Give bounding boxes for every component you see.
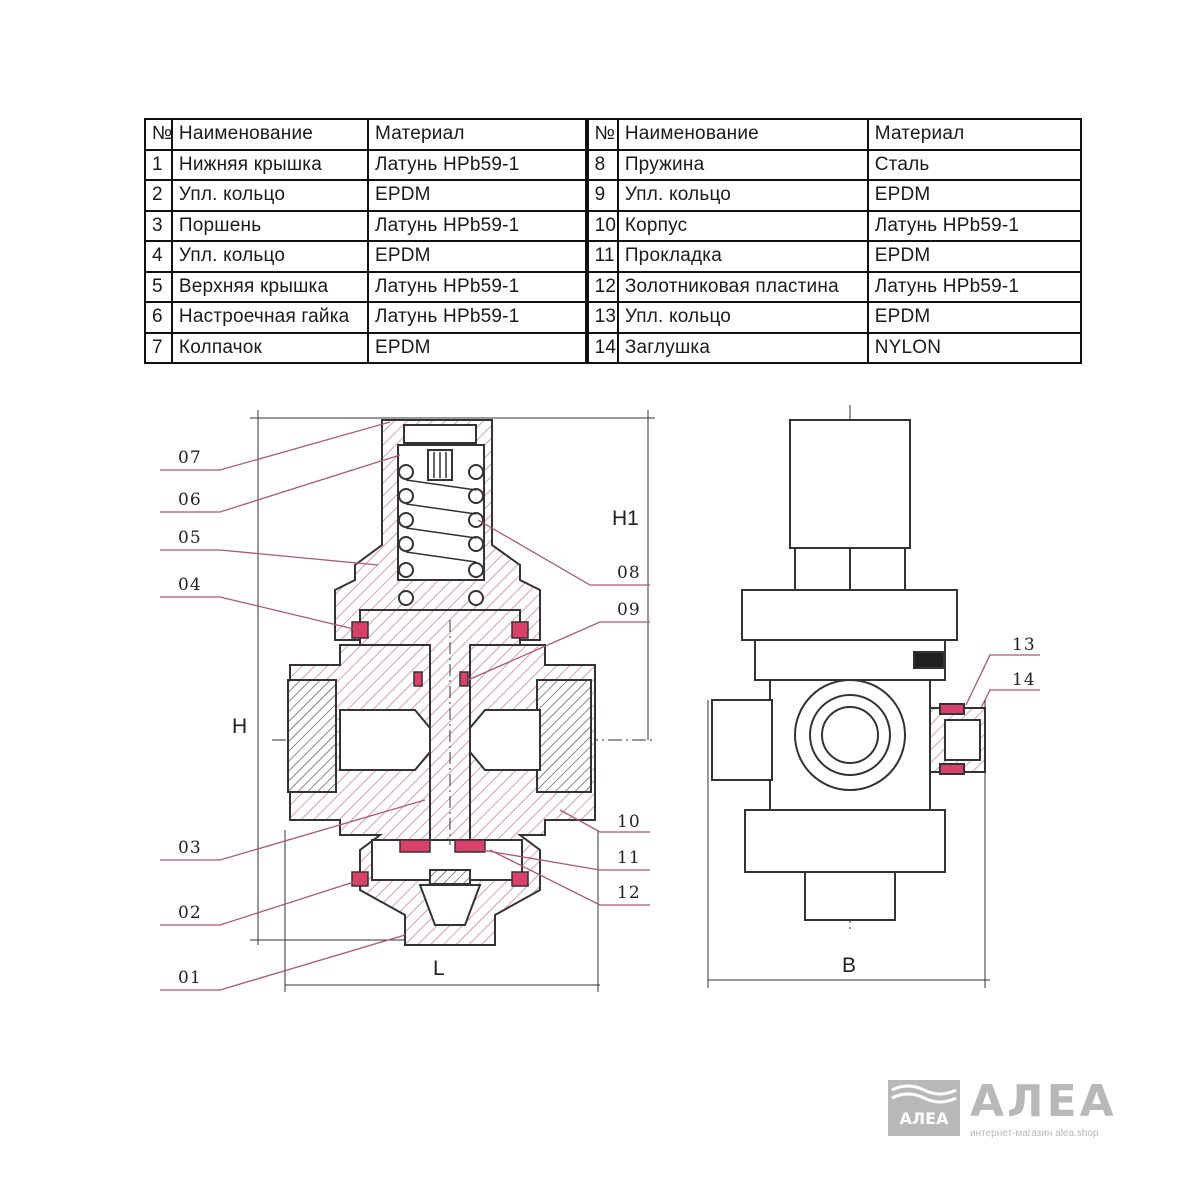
- part-material-cell: EPDM: [366, 240, 588, 273]
- part-name-cell: Настроечная гайка: [170, 301, 369, 334]
- callout-label: 13: [1012, 635, 1036, 655]
- dimension-h1-label: H1: [612, 507, 639, 530]
- part-material-cell: Сталь: [866, 148, 1083, 181]
- part-material-cell: EPDM: [866, 240, 1083, 273]
- part-name-cell: Поршень: [170, 209, 369, 242]
- header-material: Материал: [866, 118, 1083, 151]
- callout-label: 06: [178, 490, 202, 510]
- part-number-cell: 6: [144, 301, 173, 334]
- header-name: Наименование: [616, 118, 869, 151]
- part-name-cell: Упл. кольцо: [170, 179, 369, 212]
- part-material-cell: Латунь HPb59-1: [866, 209, 1083, 242]
- callout-label: 08: [617, 563, 641, 583]
- callout-label: 01: [178, 968, 202, 988]
- part-name-cell: Упл. кольцо: [616, 179, 869, 212]
- part-number-cell: 9: [584, 179, 619, 212]
- part-number-cell: 7: [144, 331, 173, 364]
- svg-text:АЛЕА: АЛЕА: [900, 1109, 950, 1128]
- callout-label: 05: [178, 528, 202, 548]
- part-number-cell: 8: [584, 148, 619, 181]
- part-number-cell: 4: [144, 240, 173, 273]
- part-name-cell: Пружина: [616, 148, 869, 181]
- callout-label: 09: [617, 600, 641, 620]
- part-material-cell: EPDM: [366, 331, 588, 364]
- parts-specification-table: № Наименование Материал № Наименование М…: [144, 118, 1083, 364]
- part-name-cell: Заглушка: [616, 331, 869, 364]
- logo-word: АЛЕА: [970, 1076, 1117, 1127]
- callout-label: 03: [178, 838, 202, 858]
- alea-logo: АЛЕА АЛЕА интернет-магазин alea.shop: [888, 1076, 1128, 1142]
- part-name-cell: Упл. кольцо: [616, 301, 869, 334]
- part-number-cell: 11: [584, 240, 619, 273]
- side-view: [707, 405, 990, 988]
- callout-label: 04: [178, 575, 202, 595]
- callout-labels: 07 06 05 04 03 02 01 08 09 10 11 12 13 14: [178, 448, 1036, 988]
- part-number-cell: 13: [584, 301, 619, 334]
- logo-subtitle: интернет-магазин alea.shop: [970, 1128, 1099, 1139]
- dimension-b-label: B: [842, 954, 856, 977]
- part-name-cell: Нижняя крышка: [170, 148, 369, 181]
- header-num: №: [584, 118, 619, 151]
- callout-label: 02: [178, 903, 202, 923]
- part-name-cell: Корпус: [616, 209, 869, 242]
- part-material-cell: EPDM: [866, 179, 1083, 212]
- part-material-cell: Латунь HPb59-1: [366, 148, 588, 181]
- dimension-l-label: L: [433, 957, 445, 980]
- part-material-cell: NYLON: [866, 331, 1083, 364]
- part-name-cell: Упл. кольцо: [170, 240, 369, 273]
- part-number-cell: 2: [144, 179, 173, 212]
- part-number-cell: 1: [144, 148, 173, 181]
- table-header-row: № Наименование Материал № Наименование М…: [144, 118, 1083, 151]
- part-material-cell: Латунь HPb59-1: [866, 270, 1083, 303]
- alea-logo-mark-icon: АЛЕА: [888, 1080, 960, 1136]
- part-number-cell: 3: [144, 209, 173, 242]
- callout-label: 11: [617, 848, 641, 868]
- part-material-cell: Латунь HPb59-1: [366, 209, 588, 242]
- callout-label: 07: [178, 448, 202, 468]
- section-view: [250, 410, 655, 992]
- dimension-h-label: H: [232, 715, 247, 738]
- callout-label: 12: [617, 883, 641, 903]
- header-material: Материал: [366, 118, 588, 151]
- part-number-cell: 14: [584, 331, 619, 364]
- part-number-cell: 10: [584, 209, 619, 242]
- part-name-cell: Колпачок: [170, 331, 369, 364]
- leader-lines: [160, 421, 1040, 991]
- header-num: №: [144, 118, 173, 151]
- callout-label: 14: [1012, 670, 1036, 690]
- part-material-cell: EPDM: [866, 301, 1083, 334]
- header-name: Наименование: [170, 118, 369, 151]
- part-material-cell: EPDM: [366, 179, 588, 212]
- callout-label: 10: [617, 812, 641, 832]
